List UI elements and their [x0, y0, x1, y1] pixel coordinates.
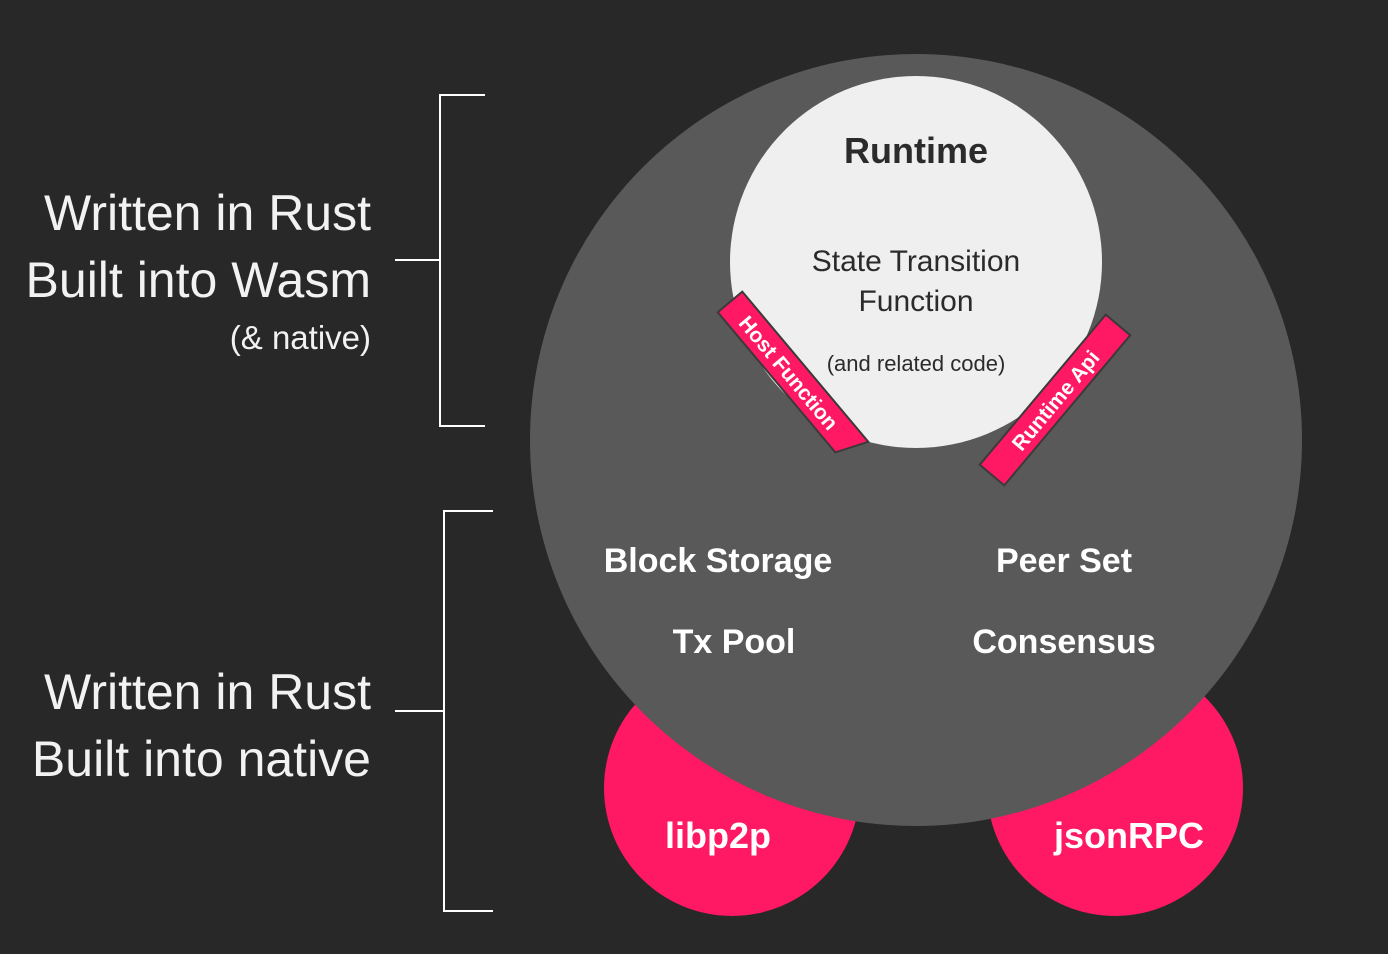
wasm-bracket [395, 94, 485, 427]
peer-set-label: Peer Set [996, 542, 1132, 580]
runtime-title: Runtime [844, 130, 988, 171]
wasm-layer-label: Written in Rust Built into Wasm (& nativ… [26, 180, 371, 358]
jsonrpc-label: jsonRPC [1053, 815, 1204, 856]
native-label-line1: Written in Rust [44, 664, 371, 720]
wasm-label-line2: Built into Wasm [25, 252, 371, 308]
libp2p-label: libp2p [665, 815, 771, 856]
tx-pool-label: Tx Pool [673, 623, 796, 661]
runtime-circle [730, 76, 1102, 448]
wasm-label-line1: Written in Rust [44, 185, 371, 241]
wasm-label-note: (& native) [229, 319, 371, 356]
stf-line1: State Transition [812, 245, 1020, 278]
native-label-line2: Built into native [31, 731, 371, 787]
native-bracket [395, 510, 493, 912]
consensus-label: Consensus [972, 623, 1155, 661]
block-storage-label: Block Storage [604, 542, 833, 580]
related-code-text: (and related code) [827, 351, 1006, 376]
stf-line2: Function [858, 285, 973, 318]
native-layer-label: Written in Rust Built into native [32, 659, 371, 793]
